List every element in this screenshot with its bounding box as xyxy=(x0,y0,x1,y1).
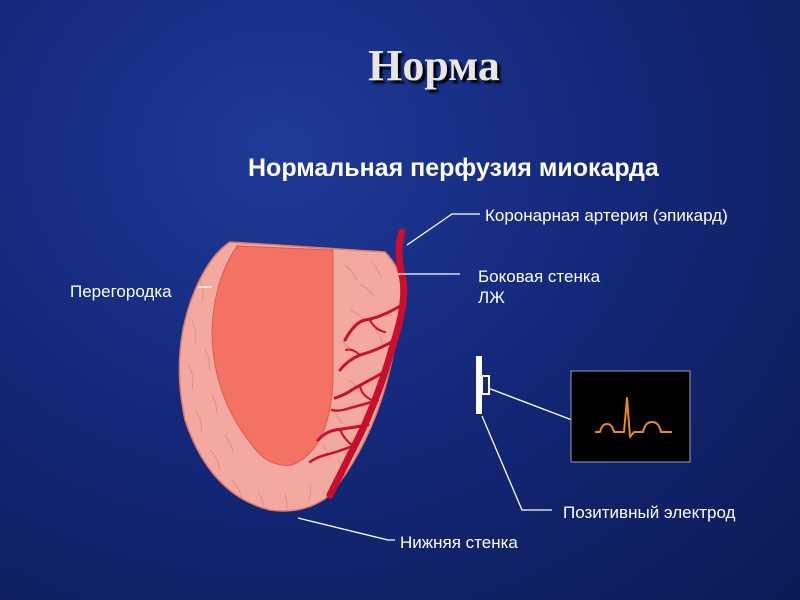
electrode-icon xyxy=(476,356,490,414)
label-lateral-wall: Боковая стенка ЛЖ xyxy=(478,266,600,308)
artery-branches xyxy=(308,303,404,464)
ecg-display xyxy=(570,370,691,463)
coronary-artery xyxy=(326,228,408,499)
myocardium-fiber-texture xyxy=(187,261,384,509)
label-lateral-wall-line2: ЛЖ xyxy=(478,288,505,307)
label-lateral-wall-line1: Боковая стенка xyxy=(478,267,601,286)
leader-electrode xyxy=(481,415,552,511)
label-septum: Перегородка xyxy=(70,282,172,301)
leader-inferior-wall xyxy=(297,517,395,541)
leader-electrode-ecg xyxy=(487,387,573,421)
slide-title: Норма xyxy=(368,41,500,90)
leader-lines xyxy=(198,213,573,541)
label-positive-electrode: Позитивный электрод xyxy=(563,503,736,522)
ecg-trace xyxy=(595,397,672,438)
label-coronary-artery: Коронарная артерия (эпикард) xyxy=(485,206,728,225)
label-inferior-wall: Нижняя стенка xyxy=(400,533,518,552)
leader-coronary-artery xyxy=(406,213,480,246)
slide-subtitle: Нормальная перфузия миокарда xyxy=(248,154,659,182)
